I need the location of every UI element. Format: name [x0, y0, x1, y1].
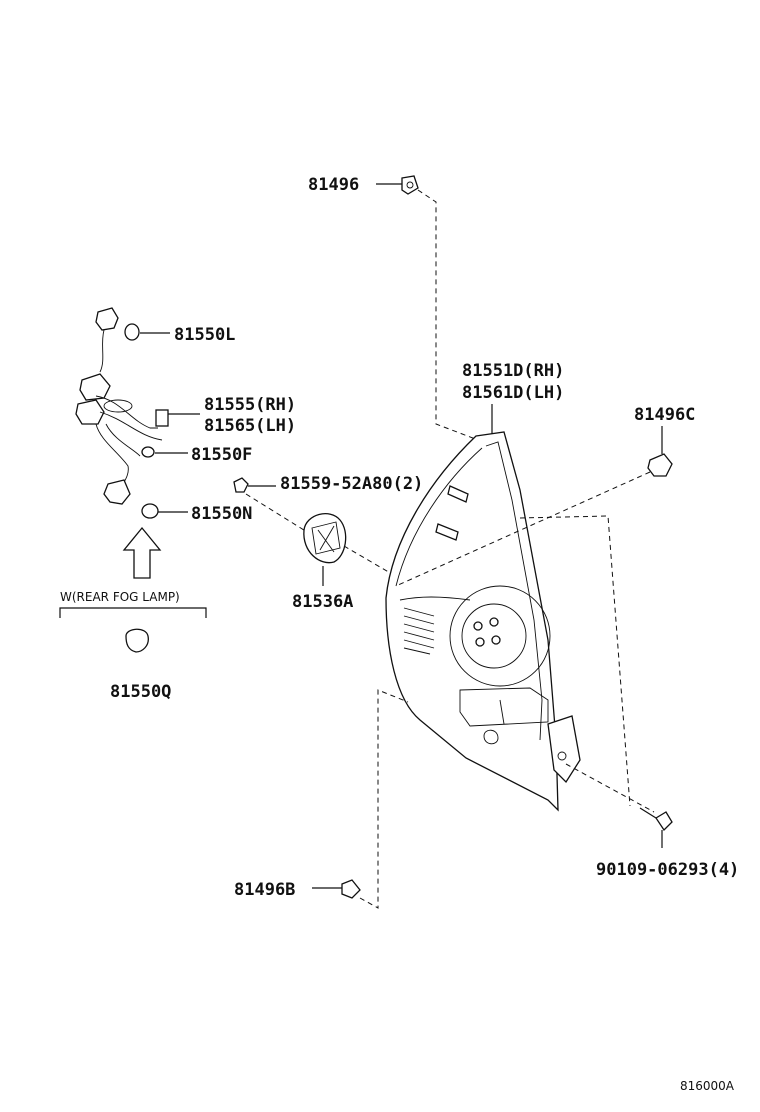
- cover-81536A[interactable]: [303, 513, 347, 586]
- callout-81496B: 81496B: [234, 880, 295, 900]
- callout-81561D-lh: 81561D(LH): [462, 383, 564, 403]
- install-arrow-icon: [122, 526, 162, 579]
- clip-81496C[interactable]: [647, 426, 673, 477]
- socket-harness[interactable]: [75, 307, 200, 505]
- leader-clip-b: [359, 689, 409, 909]
- rear-lamp-assembly[interactable]: [385, 431, 581, 812]
- option-bracket: [59, 607, 207, 618]
- screw-90109-06293[interactable]: [639, 807, 673, 848]
- callout-81559-52A80: 81559-52A80(2): [280, 474, 423, 494]
- callout-81555-rh: 81555(RH): [204, 395, 296, 415]
- callout-90109-06293: 90109-06293(4): [596, 860, 739, 880]
- bulb-81550N[interactable]: [141, 503, 188, 519]
- leader-screw-bottom: [565, 763, 655, 813]
- callout-81536A: 81536A: [292, 592, 353, 612]
- bulb-81550Q[interactable]: [125, 628, 149, 653]
- callout-81496C: 81496C: [634, 405, 695, 425]
- leader-cover: [343, 545, 393, 575]
- clip-81496B[interactable]: [312, 879, 361, 899]
- callout-81565-lh: 81565(LH): [204, 416, 296, 436]
- vent-slots: [403, 607, 435, 655]
- leader-clip-c: [395, 471, 651, 587]
- callout-81496: 81496: [308, 175, 359, 195]
- callout-81550L: 81550L: [174, 325, 235, 345]
- callout-81550Q: 81550Q: [110, 682, 171, 702]
- option-label: W(REAR FOG LAMP): [60, 590, 180, 604]
- figure-reference: 816000A: [680, 1079, 735, 1093]
- bulb-81550F[interactable]: [141, 446, 188, 458]
- clip-81496[interactable]: [376, 175, 419, 195]
- callout-81550N: 81550N: [191, 504, 252, 524]
- leader-clip-top: [417, 189, 479, 441]
- leader-screw-path: [519, 515, 631, 807]
- callout-81550F: 81550F: [191, 445, 252, 465]
- callout-81551D-rh: 81551D(RH): [462, 361, 564, 381]
- bulb-81550L[interactable]: [124, 323, 170, 341]
- screw-81559-52A80[interactable]: [233, 477, 276, 493]
